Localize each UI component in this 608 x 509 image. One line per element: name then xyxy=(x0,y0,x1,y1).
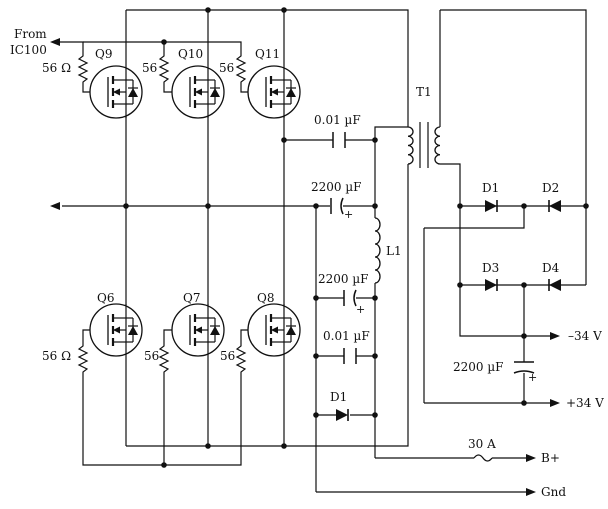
label-t1: T1 xyxy=(416,85,432,99)
label-r8: 56 xyxy=(220,349,235,363)
label-q10: Q10 xyxy=(178,47,203,61)
transformer-t1 xyxy=(407,122,441,168)
label-r10: 56 xyxy=(142,61,157,75)
resistor-r11 xyxy=(236,51,246,87)
label-q9: Q9 xyxy=(95,47,112,61)
input-arrow-icon xyxy=(50,38,60,46)
fuse-30a xyxy=(473,454,493,462)
label-q11: Q11 xyxy=(255,47,280,61)
label-d4: D4 xyxy=(542,261,560,275)
label-from: From xyxy=(14,27,47,41)
label-l1: L1 xyxy=(386,244,402,258)
capacitor-top xyxy=(332,132,346,148)
diode-d3 xyxy=(484,278,498,292)
label-c-low: 0.01 µF xyxy=(323,329,370,343)
label-c-mid1: 2200 µF xyxy=(311,180,361,194)
diode-d1 xyxy=(484,199,498,213)
label-c-mid2: 2200 µF xyxy=(318,272,368,286)
mosfet-q7 xyxy=(170,302,226,358)
label-d1: D1 xyxy=(482,181,499,195)
resistor-r10 xyxy=(159,51,169,87)
label-r9: 56 Ω xyxy=(42,61,71,75)
label-fuse: 30 A xyxy=(468,437,496,451)
capacitor-low xyxy=(343,348,357,364)
inductor-l1 xyxy=(374,217,381,284)
neg34-arrow-icon xyxy=(550,332,560,340)
label-gnd: Gnd xyxy=(541,485,566,499)
mosfet-q9 xyxy=(88,64,144,120)
label-c-out: 2200 µF xyxy=(453,360,503,374)
diode-d2 xyxy=(548,199,562,213)
mosfet-q6 xyxy=(88,302,144,358)
capacitor-mid2 xyxy=(343,289,357,307)
resistor-r7 xyxy=(159,341,169,377)
label-r7: 56 xyxy=(144,349,159,363)
label-d3: D3 xyxy=(482,261,499,275)
diode-d1-left xyxy=(335,408,349,422)
label-q8: Q8 xyxy=(257,291,274,305)
diode-d4 xyxy=(548,278,562,292)
labels: From IC100 56 Ω 56 56 Q9 Q10 Q11 Q6 Q7 Q… xyxy=(10,27,604,499)
pos34-arrow-icon xyxy=(550,399,560,407)
label-neg34: –34 V xyxy=(568,329,602,343)
label-pos34: +34 V xyxy=(566,396,604,410)
junctions xyxy=(123,7,589,468)
resistor-r6 xyxy=(78,341,88,377)
label-q6: Q6 xyxy=(97,291,114,305)
label-c-top: 0.01 µF xyxy=(314,113,361,127)
label-q7: Q7 xyxy=(183,291,200,305)
label-plus-mid2: + xyxy=(356,303,365,316)
label-d2: D2 xyxy=(542,181,559,195)
resistor-r8 xyxy=(236,341,246,377)
label-r6: 56 Ω xyxy=(42,349,71,363)
mosfet-q8 xyxy=(246,302,302,358)
output-arrow-icon xyxy=(50,202,60,210)
mosfet-q11 xyxy=(246,64,302,120)
bplus-arrow-icon xyxy=(526,454,536,462)
label-ic100: IC100 xyxy=(10,43,47,57)
label-plus-mid1: + xyxy=(344,208,353,221)
capacitor-mid1 xyxy=(330,197,344,215)
label-plus-out: + xyxy=(528,371,537,384)
label-r11: 56 xyxy=(219,61,234,75)
gnd-arrow-icon xyxy=(526,488,536,496)
label-d1-left: D1 xyxy=(330,390,347,404)
mosfet-q10 xyxy=(170,64,226,120)
capacitor-out xyxy=(513,361,535,374)
resistor-r9 xyxy=(78,51,88,87)
label-bplus: B+ xyxy=(541,451,560,465)
